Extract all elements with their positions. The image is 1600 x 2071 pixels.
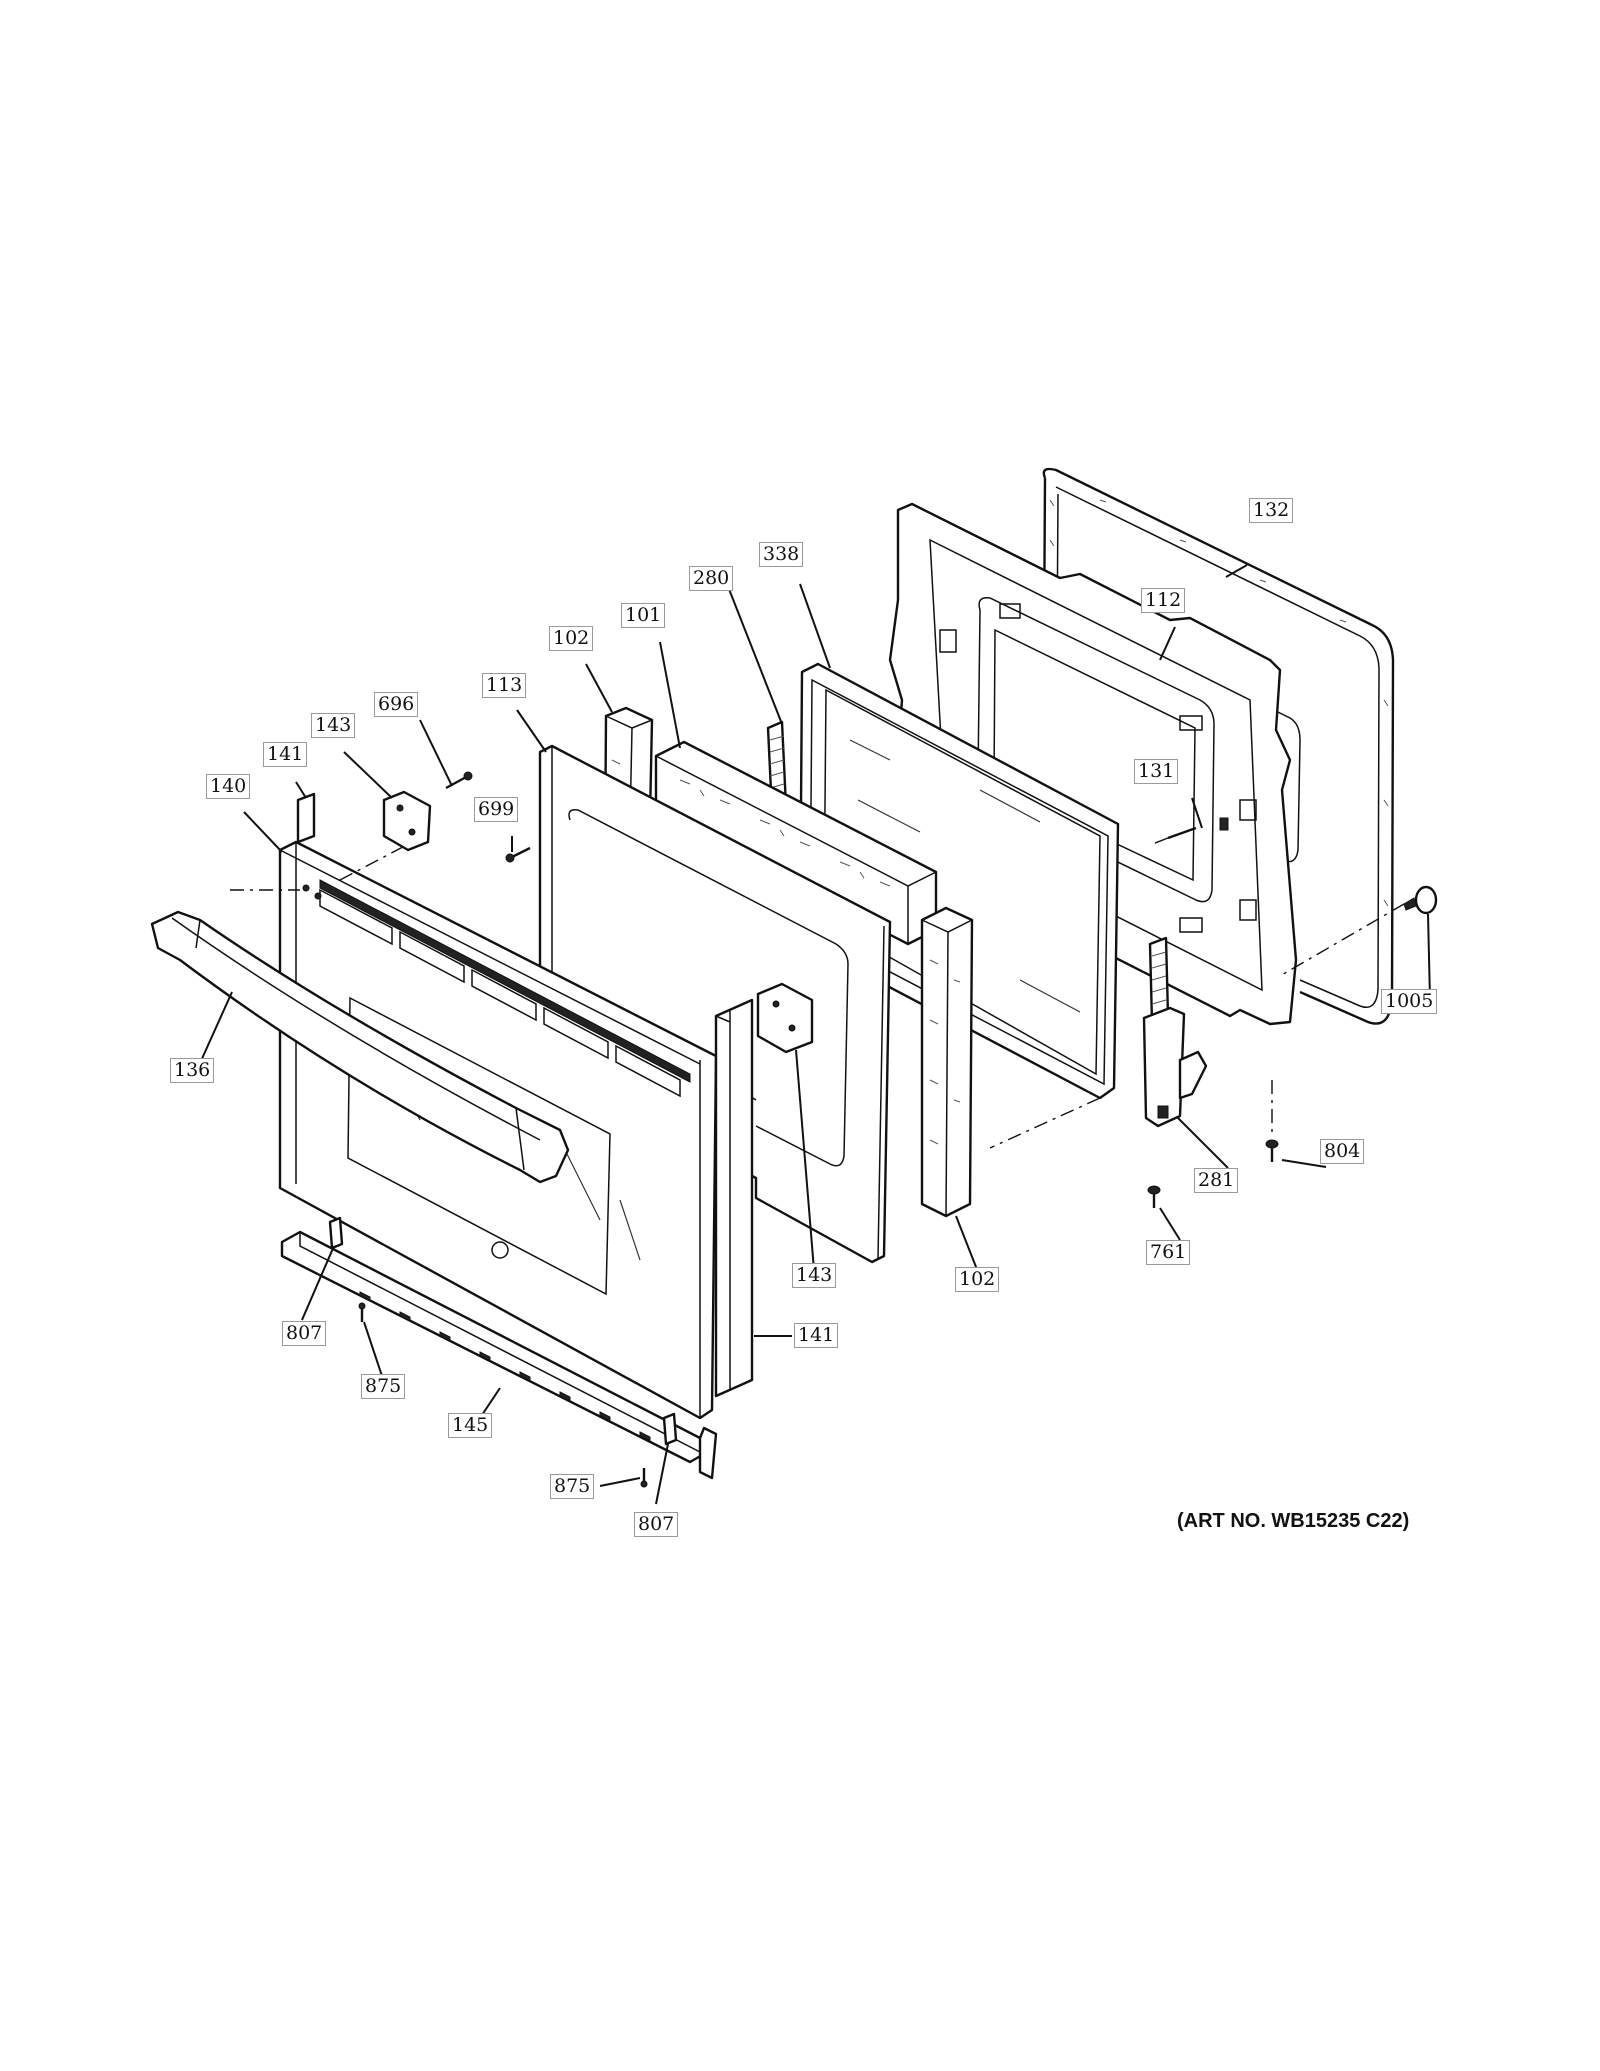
art-number-label: (ART NO. WB15235 C22): [1177, 1510, 1410, 1532]
callout-101: 101: [621, 603, 666, 628]
hinge-bracket-left-143: [382, 790, 432, 852]
callout-140: 140: [206, 774, 251, 799]
door-trim-left-141: [296, 792, 316, 844]
plug-1005: [1279, 885, 1438, 977]
insulation-right-102: [920, 906, 974, 1218]
callout-807-left: 807: [282, 1321, 327, 1346]
hinge-right-281: [1142, 936, 1208, 1128]
callout-113: 113: [482, 673, 527, 698]
callout-807-bottom: 807: [634, 1512, 679, 1537]
screw-761: [1147, 1185, 1161, 1208]
callout-696: 696: [374, 692, 419, 717]
leader-lines: [195, 564, 1431, 1505]
callout-141-top: 141: [263, 742, 308, 767]
callout-132: 132: [1249, 498, 1294, 523]
callout-804: 804: [1320, 1139, 1365, 1164]
callout-699: 699: [474, 797, 519, 822]
callout-141-bottom: 141: [794, 1323, 839, 1348]
callout-875-bottom: 875: [550, 1474, 595, 1499]
door-trim-right-141: [714, 998, 754, 1398]
screw-131: [1149, 826, 1197, 846]
callout-143-bottom: 143: [792, 1263, 837, 1288]
callout-1005: 1005: [1381, 989, 1438, 1014]
screw-696: [445, 771, 473, 790]
callout-112: 112: [1141, 588, 1186, 613]
screw-699: [505, 846, 531, 863]
callout-131: 131: [1134, 759, 1179, 784]
callout-145: 145: [448, 1413, 493, 1438]
callout-875-left: 875: [361, 1374, 406, 1399]
screw-875-left: [358, 1302, 366, 1322]
callout-338: 338: [759, 542, 804, 567]
hinge-bracket-right-143: [756, 982, 814, 1054]
callout-761: 761: [1146, 1240, 1191, 1265]
callout-136: 136: [170, 1058, 215, 1083]
clip-807-right: [662, 1412, 678, 1446]
callout-280: 280: [689, 566, 734, 591]
screw-875-right: [640, 1468, 648, 1488]
callout-102-bottom: 102: [955, 1267, 1000, 1292]
screw-804: [1265, 1080, 1279, 1162]
door-handle-136: [150, 910, 570, 1184]
bottom-trim-145: [280, 1230, 718, 1480]
callout-281: 281: [1194, 1168, 1239, 1193]
clip-807-left: [328, 1216, 344, 1250]
callout-143-top: 143: [311, 713, 356, 738]
callout-102-top: 102: [549, 626, 594, 651]
